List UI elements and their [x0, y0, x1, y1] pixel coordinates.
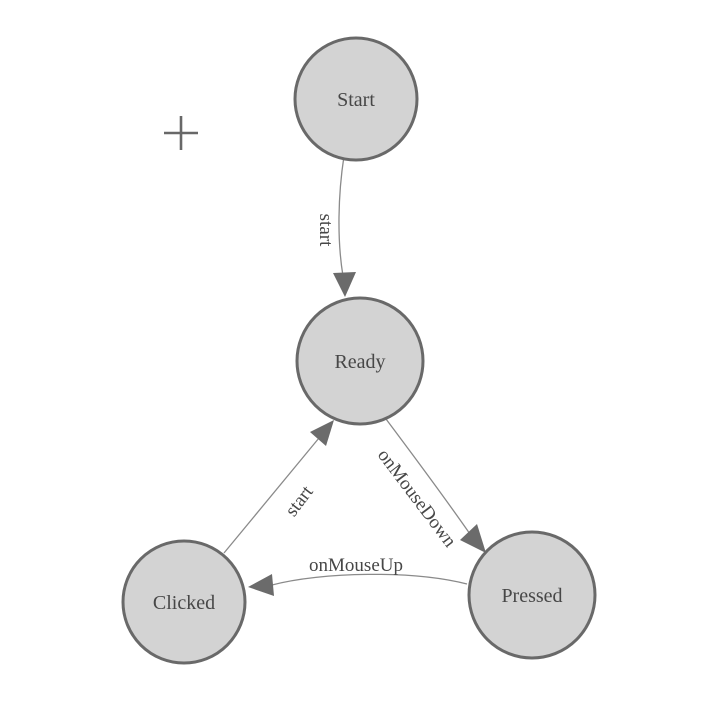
edge-label: start: [315, 214, 336, 247]
node-clicked[interactable]: Clicked: [121, 539, 247, 665]
edge-pressed-to-clicked[interactable]: onMouseUp: [248, 555, 468, 596]
node-circle[interactable]: [295, 296, 425, 426]
edge-line[interactable]: [385, 418, 471, 535]
edge-start-to-ready[interactable]: start: [315, 155, 356, 297]
node-label: Pressed: [501, 585, 562, 607]
node-circle[interactable]: [121, 539, 247, 665]
edge-line[interactable]: [338, 155, 345, 277]
node-ready[interactable]: Ready: [295, 296, 425, 426]
crosshair-cursor-icon: [164, 116, 198, 150]
node-label: Ready: [334, 351, 385, 373]
node-pressed[interactable]: Pressed: [467, 530, 597, 660]
node-circle[interactable]: [467, 530, 597, 660]
node-label: Clicked: [153, 592, 215, 614]
edge-ready-to-pressed[interactable]: onMouseDown: [373, 418, 486, 553]
arrowhead: [310, 420, 334, 446]
node-circle[interactable]: [293, 36, 419, 162]
edge-label: onMouseUp: [309, 555, 403, 576]
arrowhead: [333, 272, 356, 297]
edge-line[interactable]: [223, 437, 320, 554]
edge-label: start: [281, 481, 318, 520]
edge-line[interactable]: [271, 573, 468, 586]
node-label: Start: [337, 89, 375, 111]
arrowhead: [248, 574, 274, 596]
node-start[interactable]: Start: [293, 36, 419, 162]
edge-clicked-to-ready[interactable]: start: [223, 420, 334, 554]
arrowhead: [460, 524, 486, 553]
